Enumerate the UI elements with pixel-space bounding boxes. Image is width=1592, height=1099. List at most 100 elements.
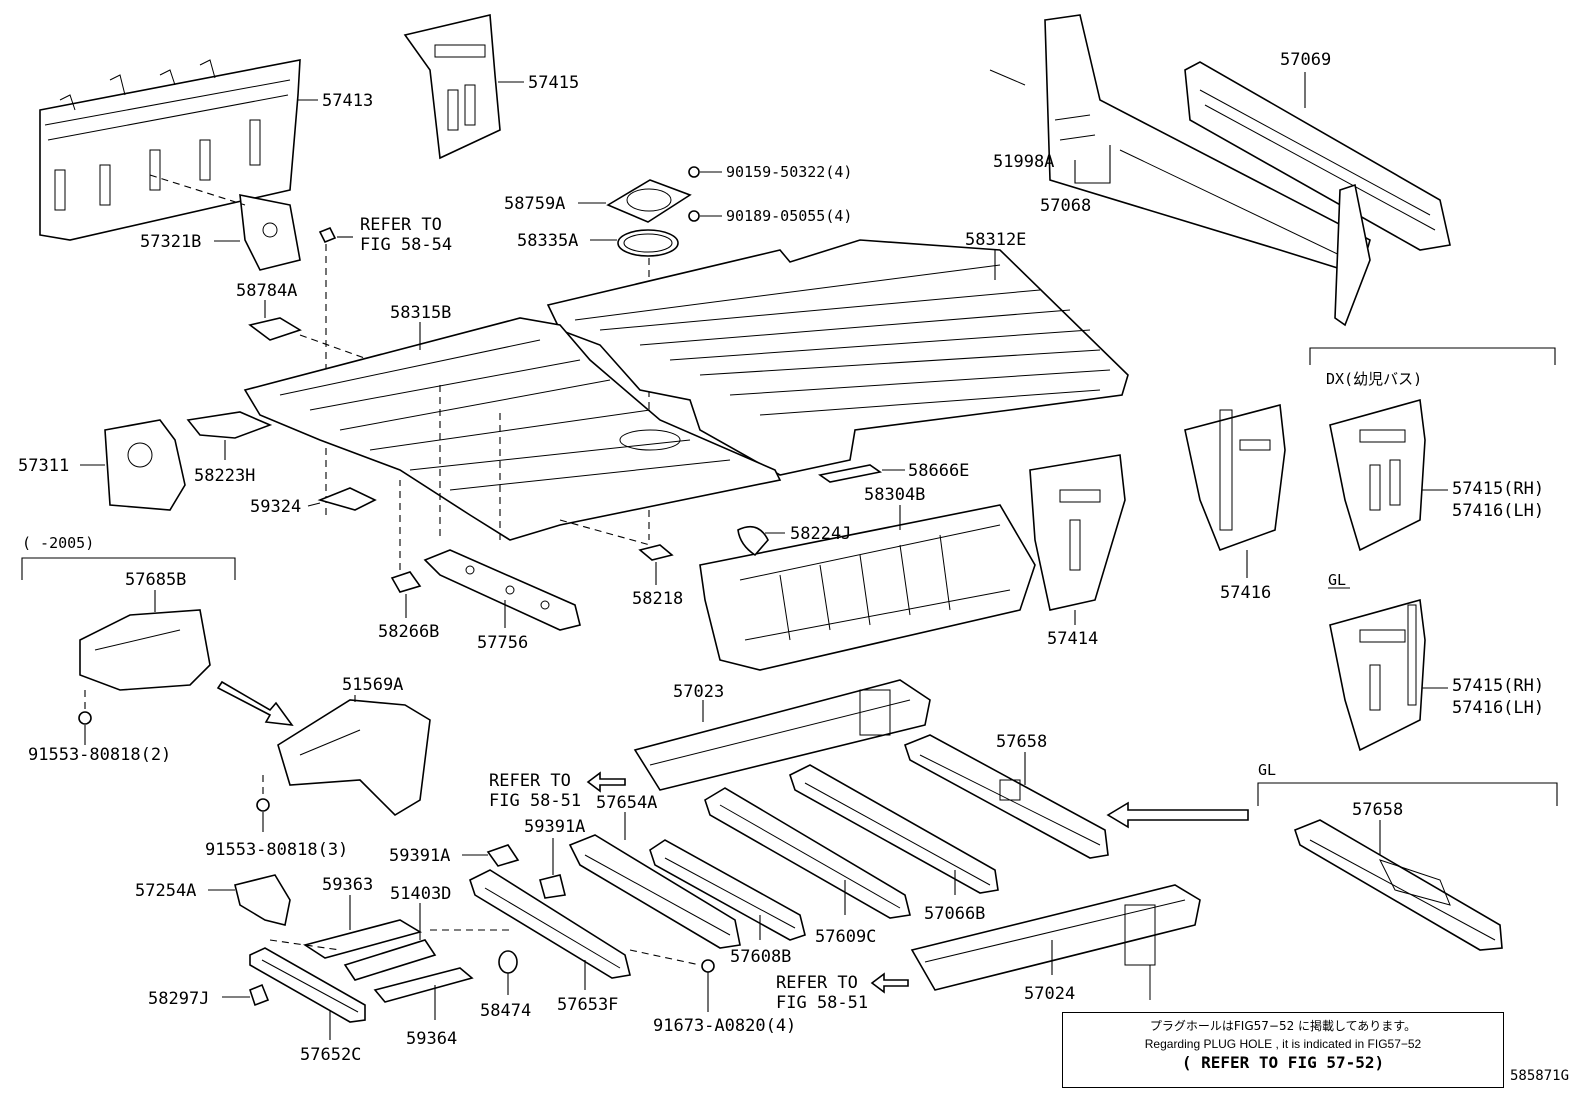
part-57066b[interactable] — [789, 764, 999, 894]
part-58218[interactable] — [638, 544, 674, 561]
part-51998a[interactable] — [989, 69, 1026, 86]
part-58304b[interactable] — [699, 504, 1036, 671]
part-58474[interactable] — [498, 950, 518, 974]
label-51403d: 51403D — [390, 884, 451, 904]
part-57311[interactable] — [104, 419, 186, 511]
part-51569a[interactable] — [277, 699, 431, 817]
part-57658-1[interactable] — [904, 734, 1109, 859]
label-58312e: 58312E — [965, 230, 1026, 250]
label-refer-5851-a1: REFER TO — [489, 771, 571, 791]
note-line-refer: ( REFER TO FIG 57-52) — [1181, 1053, 1385, 1072]
part-57414[interactable] — [1029, 454, 1126, 611]
part-90159-bolt[interactable] — [688, 166, 700, 178]
label-91673: 91673-A0820(4) — [653, 1016, 796, 1036]
label-58784a: 58784A — [236, 281, 297, 301]
label-58335a: 58335A — [517, 231, 578, 251]
part-57653f[interactable] — [469, 869, 631, 979]
part-57024[interactable] — [910, 884, 1201, 1000]
label-90189: 90189-05055(4) — [726, 207, 852, 225]
part-58297j[interactable] — [249, 983, 270, 1007]
part-57756[interactable] — [423, 549, 581, 631]
label-91553-3: 91553-80818(3) — [205, 840, 348, 860]
part-58335a[interactable] — [617, 229, 679, 257]
label-57609c: 57609C — [815, 927, 876, 947]
part-58223h[interactable] — [186, 411, 273, 439]
label-58666e: 58666E — [908, 461, 969, 481]
part-57069[interactable] — [1184, 61, 1451, 327]
part-51403d[interactable] — [343, 939, 437, 981]
part-57652c[interactable] — [249, 947, 366, 1023]
label-57608b: 57608B — [730, 947, 791, 967]
label-58266b: 58266B — [378, 622, 439, 642]
part-57321b[interactable] — [239, 194, 301, 271]
label-57416lh-1: 57416(LH) — [1452, 501, 1544, 521]
part-58312e[interactable] — [546, 239, 1129, 476]
part-91553-bolt-2[interactable] — [78, 711, 92, 725]
label-refer-5851-a2: FIG 58-51 — [489, 791, 581, 811]
part-59324[interactable] — [317, 487, 377, 511]
part-57608b[interactable] — [649, 839, 806, 941]
part-58784a[interactable] — [248, 317, 302, 341]
clip-58-54[interactable] — [318, 226, 337, 244]
label-58315b: 58315B — [390, 303, 451, 323]
label-gl-header-2: GL — [1258, 761, 1276, 779]
label-57685b: 57685B — [125, 570, 186, 590]
label-51998a: 51998A — [993, 152, 1054, 172]
part-59391a-1[interactable] — [486, 844, 520, 867]
label-57416lh-2: 57416(LH) — [1452, 698, 1544, 718]
label-58297j: 58297J — [148, 989, 209, 1009]
part-57254a[interactable] — [234, 874, 291, 926]
arrow-refer-5851-b — [870, 972, 909, 994]
label-57254a: 57254A — [135, 881, 196, 901]
part-57654a[interactable] — [568, 834, 741, 949]
label-refer-5854-a: REFER TO — [360, 215, 442, 235]
part-57023[interactable] — [633, 679, 931, 791]
label-57321b: 57321B — [140, 232, 201, 252]
label-59324: 59324 — [250, 497, 301, 517]
part-57413[interactable] — [39, 59, 301, 241]
label-57311: 57311 — [18, 456, 69, 476]
label-57415rh-2: 57415(RH) — [1452, 676, 1544, 696]
label-refer-5851-b1: REFER TO — [776, 973, 858, 993]
part-91673-bolt[interactable] — [701, 959, 715, 973]
arrow-refer-5851-a — [586, 771, 626, 793]
label-57654a: 57654A — [596, 793, 657, 813]
part-57658-2[interactable] — [1294, 819, 1503, 951]
label-refer-5854-b: FIG 58-54 — [360, 235, 452, 255]
label-57068: 57068 — [1040, 196, 1091, 216]
part-90189-bolt[interactable] — [688, 210, 700, 222]
diagram-id: 585871G — [1510, 1068, 1570, 1084]
part-57415-dx[interactable] — [1329, 398, 1426, 552]
part-58759a[interactable] — [606, 179, 692, 223]
label-58224j: 58224J — [790, 524, 851, 544]
label-59364: 59364 — [406, 1029, 457, 1049]
label-57414: 57414 — [1047, 629, 1098, 649]
label-58759a: 58759A — [504, 194, 565, 214]
part-59391a-2[interactable] — [539, 874, 566, 899]
label-gl-header-1: GL — [1328, 571, 1346, 589]
label-57652c: 57652C — [300, 1045, 361, 1065]
label-59391a-1: 59391A — [389, 846, 450, 866]
part-57609c[interactable] — [704, 787, 911, 919]
part-58224j[interactable] — [737, 525, 769, 557]
label-57415rh-1: 57415(RH) — [1452, 479, 1544, 499]
label-57023: 57023 — [673, 682, 724, 702]
arrow-gl-to-57658 — [1106, 801, 1249, 829]
label-58304b: 58304B — [864, 485, 925, 505]
arrow-to-51569a — [216, 680, 294, 727]
part-57416[interactable] — [1184, 403, 1286, 552]
part-57685b[interactable] — [79, 609, 211, 691]
part-91553-bolt-3[interactable] — [256, 798, 270, 812]
part-58266b[interactable] — [390, 571, 422, 593]
part-58666e[interactable] — [818, 464, 882, 483]
label-58474: 58474 — [480, 1001, 531, 1021]
label-58218: 58218 — [632, 589, 683, 609]
label-refer-5851-b2: FIG 58-51 — [776, 993, 868, 1013]
part-57415-top[interactable] — [403, 14, 501, 160]
label-range-2005: ( -2005) — [22, 534, 94, 552]
label-57658-1: 57658 — [996, 732, 1047, 752]
part-57415-gl[interactable] — [1329, 598, 1426, 752]
part-58315b[interactable] — [243, 317, 782, 541]
part-59364[interactable] — [373, 967, 474, 1003]
